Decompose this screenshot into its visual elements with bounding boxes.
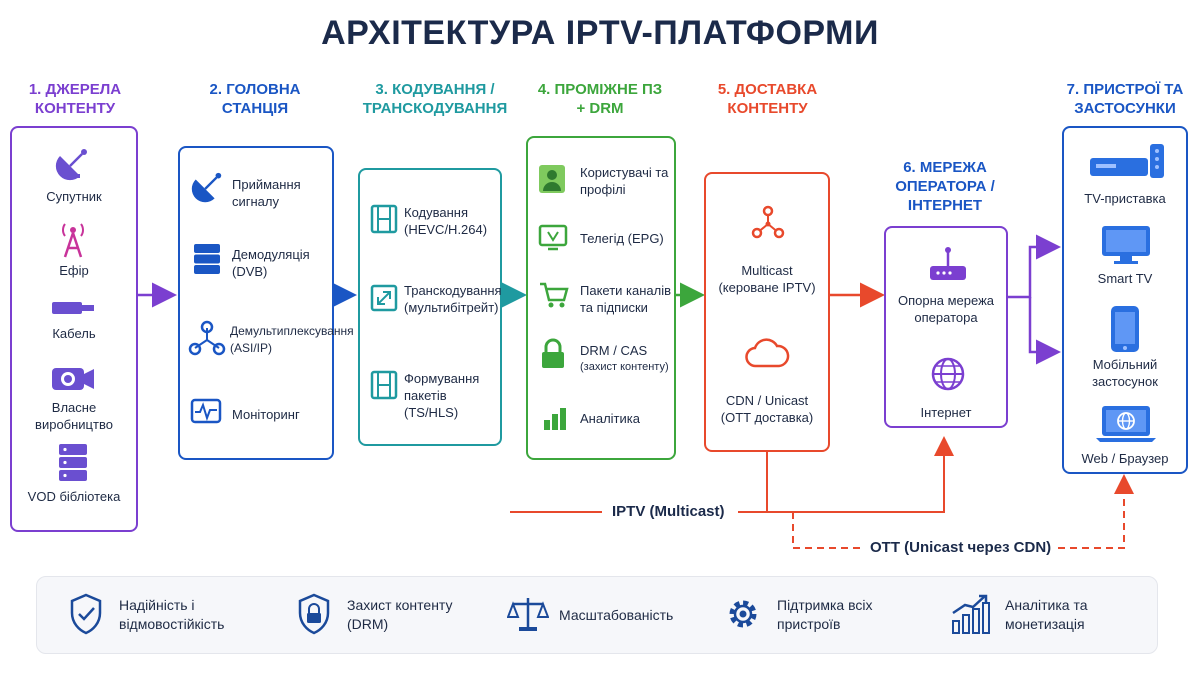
encoding-transcoding: Транскодування (мультибітрейт) xyxy=(404,283,502,315)
globe-icon xyxy=(931,357,965,391)
encoding-codec: Кодування (HEVC/H.264) xyxy=(404,205,488,237)
broadcast-tower-icon xyxy=(62,223,84,258)
device-set-top-box: TV-приставка xyxy=(1084,191,1166,206)
cable-connector-icon xyxy=(52,302,94,314)
source-vod-library: VOD бібліотека xyxy=(27,489,121,504)
devices-box: TV-приставка Smart TV Мобільний застосун… xyxy=(1062,126,1188,474)
sources-box: Супутник Ефір Кабель Власне виробництво … xyxy=(10,126,138,532)
middleware-packages: Пакети каналів та підписки xyxy=(580,283,672,315)
middleware-box: Користувачі та профілі Телегід (EPG) Пак… xyxy=(526,136,676,460)
encoding-box: Кодування (HEVC/H.264) Транскодування (м… xyxy=(358,168,502,446)
shield-check-icon xyxy=(70,593,102,635)
source-terrestrial: Ефір xyxy=(59,263,89,278)
device-web-browser: Web / Браузер xyxy=(1081,451,1169,466)
delivery-cdn: CDN / Unicast (OTT доставка) xyxy=(720,393,814,425)
tv-guide-icon xyxy=(538,224,568,251)
device-mobile-app: Мобільний застосунок xyxy=(1092,357,1158,389)
set-top-box-icon xyxy=(1090,144,1164,178)
flow-label-ott: OTT (Unicast через CDN) xyxy=(864,539,1058,556)
heading-middleware: 4. ПРОМІЖНЕ ПЗ + DRM xyxy=(537,81,663,117)
server-stack-icon xyxy=(59,444,87,481)
delivery-multicast: Multicast (кероване IPTV) xyxy=(718,263,816,295)
padlock-icon xyxy=(542,338,564,368)
server-icon xyxy=(194,244,220,274)
shopping-cart-icon xyxy=(540,282,569,308)
delivery-box: Multicast (кероване IPTV) CDN / Unicast … xyxy=(704,172,830,452)
headend-monitoring: Моніторинг xyxy=(232,407,300,422)
user-profile-icon xyxy=(539,165,565,193)
network-internet: Інтернет xyxy=(920,405,972,420)
feature-scalability: Масштабованість xyxy=(559,607,674,623)
film-strip-icon xyxy=(370,204,398,234)
source-own-production: Власне виробництво xyxy=(35,400,113,432)
features-bar: Надійність і відмовостійкість Захист кон… xyxy=(36,576,1158,654)
heading-delivery: 5. ДОСТАВКА КОНТЕНТУ xyxy=(717,81,818,117)
heading-headend: 2. ГОЛОВНА СТАНЦІЯ xyxy=(209,81,301,117)
network-box: Опорна мережа оператора Інтернет xyxy=(884,226,1008,428)
network-backbone: Опорна мережа оператора xyxy=(897,293,995,325)
source-satellite: Супутник xyxy=(46,189,102,204)
heading-devices: 7. ПРИСТРОЇ ТА ЗАСТОСУНКИ xyxy=(1066,81,1184,117)
growth-chart-icon xyxy=(952,594,990,634)
heading-network: 6. МЕРЕЖА ОПЕРАТОРА / ІНТЕРНЕТ xyxy=(895,159,995,214)
headend-demultiplexing: Демультиплексування (ASI/IP) xyxy=(230,324,354,355)
network-nodes-icon xyxy=(188,320,226,356)
lock-shield-icon xyxy=(298,593,330,635)
flow-label-iptv: IPTV (Multicast) xyxy=(606,503,731,520)
scales-icon xyxy=(507,598,549,631)
film-strip-icon xyxy=(370,370,398,400)
smart-tv-icon xyxy=(1102,226,1150,264)
middleware-drm: DRM / CAS xyxy=(580,343,648,358)
middleware-analytics: Аналітика xyxy=(580,411,640,426)
page-title: АРХІТЕКТУРА IPTV-ПЛАТФОРМИ xyxy=(321,14,879,52)
feature-reliability: Надійність і відмовостійкість xyxy=(119,597,225,632)
feature-analytics: Аналітика та монетизація xyxy=(1005,597,1088,632)
feature-content-protection: Захист контенту (DRM) xyxy=(347,597,453,632)
cloud-icon xyxy=(745,338,790,368)
middleware-users: Користувачі та профілі xyxy=(580,165,669,197)
arrow-network-devices xyxy=(1008,234,1061,299)
feature-device-support: Підтримка всіх пристроїв xyxy=(777,597,873,632)
headend-box: Приймання сигналу Демодуляція (DVB) Дему… xyxy=(178,146,354,460)
expand-arrows-icon xyxy=(370,284,398,312)
monitor-waveform-icon xyxy=(190,398,222,424)
middleware-epg: Телегід (EPG) xyxy=(580,231,664,246)
satellite-dish-icon xyxy=(191,172,222,203)
laptop-browser-icon xyxy=(1096,406,1156,442)
smartphone-icon xyxy=(1111,306,1139,352)
encoding-packaging: Формування пакетів (TS/HLS) xyxy=(404,371,480,420)
ott-cdn-line xyxy=(792,512,862,549)
headend-signal-reception: Приймання сигналу xyxy=(232,177,301,209)
bar-chart-icon xyxy=(544,408,566,430)
video-camera-icon xyxy=(52,368,94,390)
multicast-nodes-icon xyxy=(751,205,785,239)
heading-encoding: 3. КОДУВАННЯ / ТРАНСКОДУВАННЯ xyxy=(362,81,508,117)
heading-sources: 1. ДЖЕРЕЛА КОНТЕНТУ xyxy=(28,81,122,117)
satellite-dish-icon xyxy=(55,149,87,181)
headend-demodulation: Демодуляція (DVB) xyxy=(232,247,310,279)
router-icon xyxy=(930,247,966,280)
gear-icon xyxy=(729,600,757,628)
device-smart-tv: Smart TV xyxy=(1097,271,1153,286)
source-cable: Кабель xyxy=(52,326,96,341)
iptv-multicast-line xyxy=(738,436,954,513)
middleware-drm-note: (захист контенту) xyxy=(580,361,669,373)
